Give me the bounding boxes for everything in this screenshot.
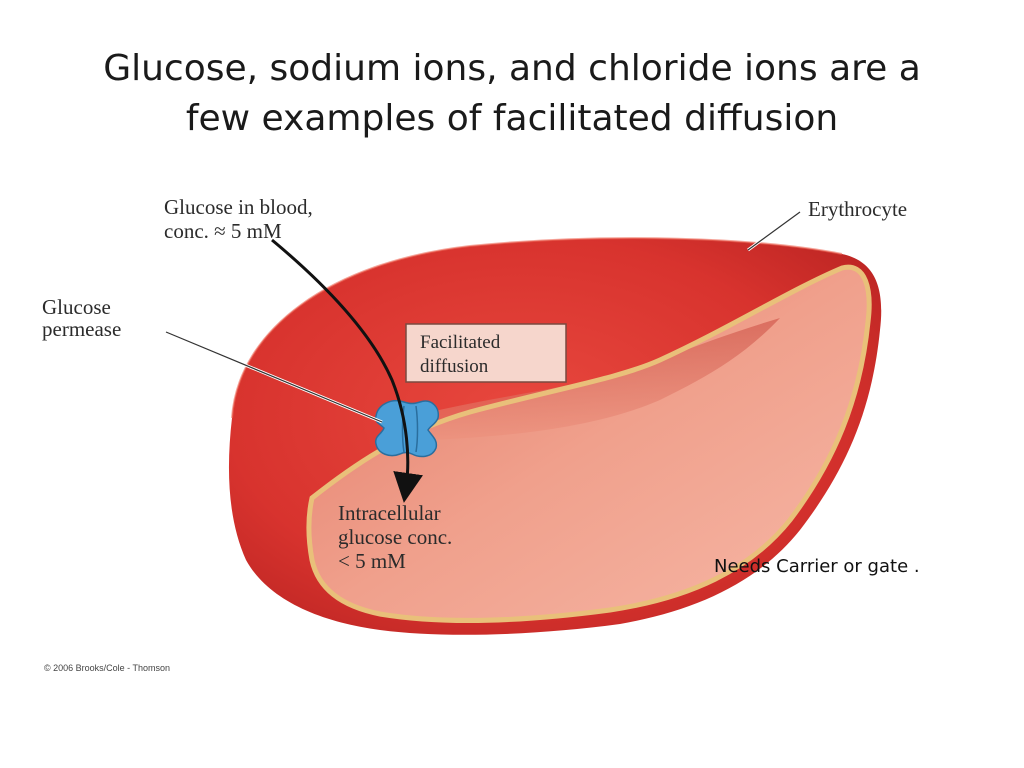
slide-title-line-2: few examples of facilitated diffusion — [185, 98, 839, 139]
carrier-note: Needs Carrier or gate . — [714, 556, 920, 577]
erythrocyte-label: Erythrocyte — [808, 197, 907, 221]
glucose-permease-label-2: permease — [42, 317, 121, 341]
facilitated-diffusion-box — [405, 323, 567, 383]
erythrocyte-leader-line-inner — [747, 211, 801, 251]
copyright-credit: © 2006 Brooks/Cole - Thomson — [44, 663, 170, 673]
cell-outer-edge — [231, 237, 843, 419]
facilitated-diffusion-label-1: Facilitated — [420, 332, 501, 353]
glucose-permease-protein — [374, 400, 440, 458]
intracellular-label-3: < 5 mM — [338, 549, 406, 573]
membrane-rim — [306, 264, 872, 623]
intracellular-label-1: Intracellular — [338, 501, 441, 525]
glucose-permease-label-1: Glucose — [42, 295, 111, 319]
glucose-in-blood-label-1: Glucose in blood, — [164, 195, 313, 219]
glucose-flow-arrow — [271, 238, 423, 503]
permease-leader-line-inner — [165, 331, 383, 423]
slide-title: Glucose, sodium ions, and chloride ions … — [40, 44, 984, 144]
glucose-in-blood-label-2: conc. ≈ 5 mM — [164, 219, 282, 243]
intracellular-label-2: glucose conc. — [338, 525, 452, 549]
facilitated-diffusion-label-2: diffusion — [420, 356, 489, 377]
slide-title-line-1: Glucose, sodium ions, and chloride ions … — [103, 48, 921, 89]
